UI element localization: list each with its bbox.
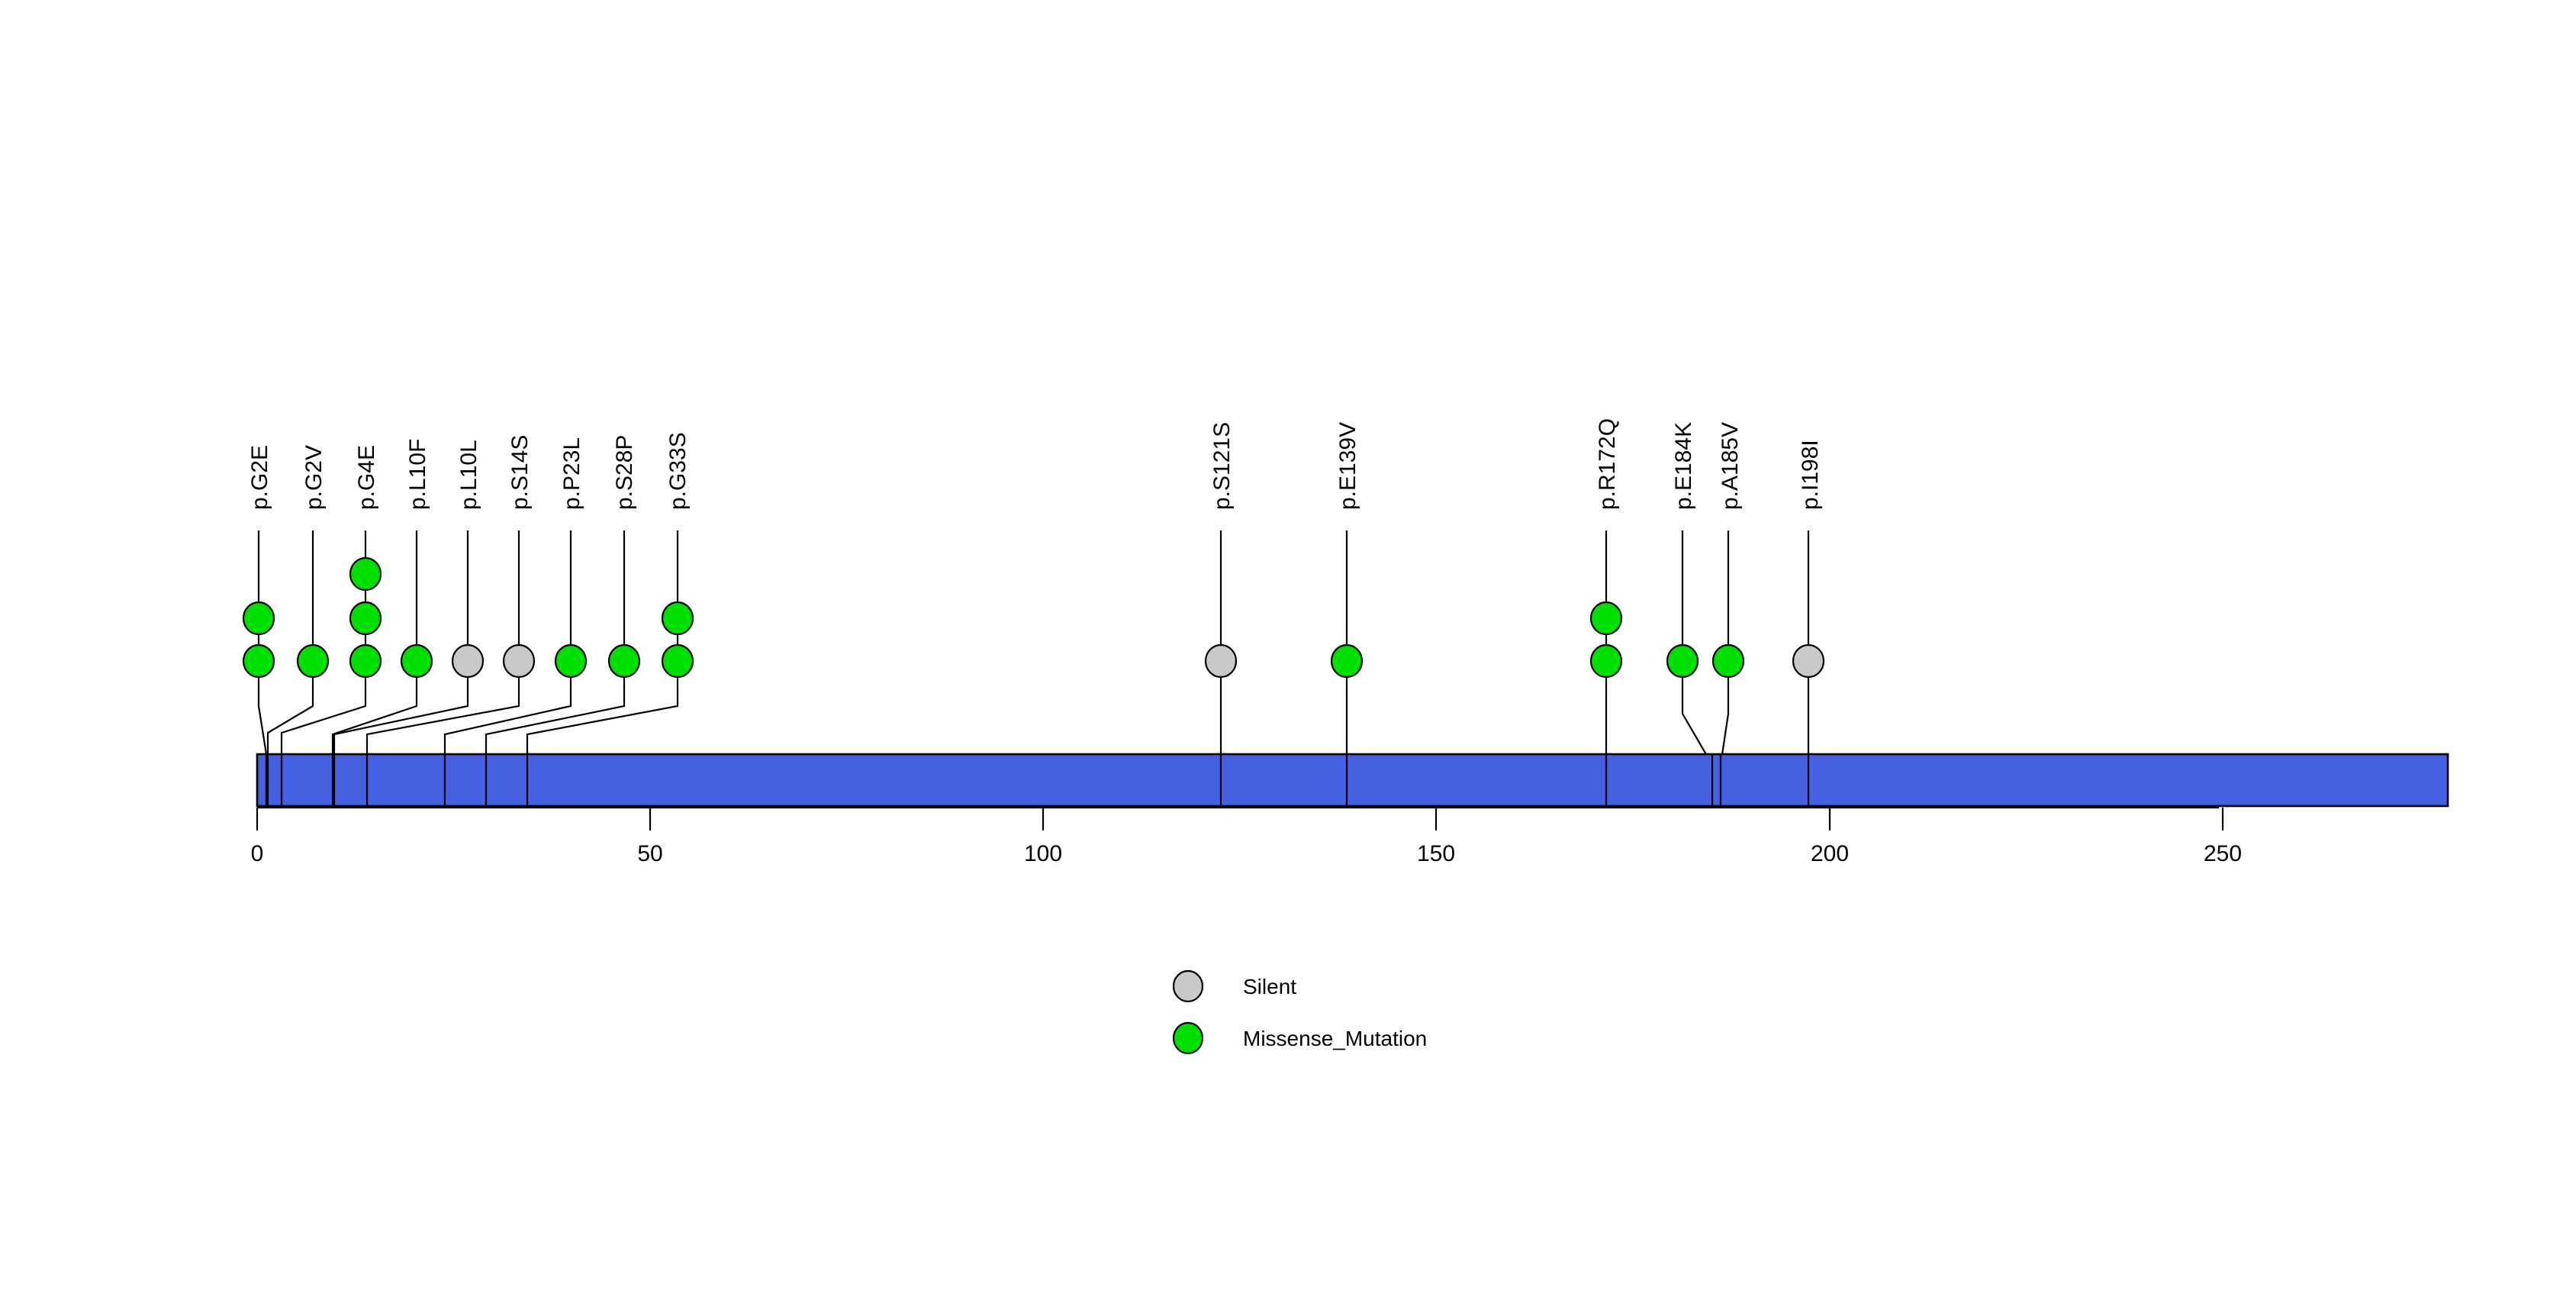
lollipop-head-p-g4e-2[interactable] [349, 601, 382, 636]
lollipop-head-p-i198i-1[interactable] [1792, 643, 1825, 679]
lollipop-head-p-s121s-1[interactable] [1204, 643, 1238, 679]
stem-p-l10l [333, 531, 469, 754]
lollipop-head-p-g33s-1[interactable] [661, 643, 694, 679]
x-axis: 0 50 100 150 200 250 [251, 806, 2242, 866]
lollipop-head-p-r172q-1[interactable] [1589, 643, 1623, 679]
mutation-label-p-a185v: p.A185V [1718, 422, 1743, 510]
x-axis-tick-label-100: 100 [1024, 841, 1062, 866]
legend-swatch-silent[interactable] [1172, 969, 1204, 1003]
domain-position-marks [265, 754, 1810, 806]
lollipop-head-p-g2e-2[interactable] [242, 601, 275, 636]
legend-swatch-missense[interactable] [1172, 1021, 1204, 1055]
mutation-label-p-s14s: p.S14S [507, 435, 533, 510]
lollipop-head-p-e184k-1[interactable] [1666, 643, 1699, 679]
mutation-label-p-p23l: p.P23L [559, 437, 584, 510]
protein-backbone-bar [256, 753, 2449, 808]
stem-p-s28p [485, 531, 626, 754]
lollipop-head-p-s28p-1[interactable] [607, 643, 641, 679]
stem-p-g2v [266, 531, 314, 754]
mutation-label-p-g4e: p.G4E [354, 445, 379, 510]
lollipop-head-p-s14s-1[interactable] [502, 643, 536, 679]
lollipop-head-group [242, 556, 1825, 679]
x-axis-tick-label-250: 250 [2204, 841, 2242, 866]
mutation-label-p-e139v: p.E139V [1335, 422, 1360, 510]
chart-legend: Silent Missense_Mutation [1172, 969, 1427, 1055]
stem-p-p23l [443, 531, 572, 754]
lollipop-stem-group [257, 531, 1810, 769]
lollipop-head-p-l10l-1[interactable] [451, 643, 485, 679]
mutation-label-p-e184k: p.E184K [1671, 422, 1696, 510]
lollipop-head-p-l10f-1[interactable] [400, 643, 433, 679]
mutation-label-p-r172q: p.R172Q [1595, 418, 1620, 510]
mutation-label-p-s121s: p.S121S [1209, 422, 1235, 510]
mutation-label-p-s28p: p.S28P [612, 435, 637, 510]
mutation-label-p-l10l: p.L10L [456, 440, 481, 510]
lollipop-head-p-g4e-3[interactable] [349, 556, 382, 592]
mutation-label-p-g33s: p.G33S [665, 432, 691, 510]
stem-p-s14s [365, 531, 520, 754]
lollipop-head-p-g2v-1[interactable] [296, 643, 330, 679]
lollipop-head-p-g4e-1[interactable] [349, 643, 382, 679]
mutation-label-p-g2e: p.G2E [247, 445, 272, 510]
x-axis-tick-label-50: 50 [637, 841, 662, 866]
x-axis-tick-label-200: 200 [1811, 841, 1849, 866]
mutation-label-p-i198i: p.I198I [1798, 440, 1823, 510]
stem-p-l10f [331, 531, 418, 754]
x-axis-tick-label-150: 150 [1417, 841, 1455, 866]
stem-p-g2e [257, 531, 268, 755]
lollipop-head-p-a185v-1[interactable] [1711, 643, 1745, 679]
legend-label-missense: Missense_Mutation [1243, 1027, 1427, 1050]
lollipop-head-p-r172q-2[interactable] [1589, 601, 1623, 636]
lollipop-head-p-p23l-1[interactable] [554, 643, 588, 679]
legend-label-silent: Silent [1243, 975, 1296, 998]
x-axis-tick-label-0: 0 [251, 841, 264, 866]
lollipop-head-p-g2e-1[interactable] [242, 643, 275, 679]
mutation-label-p-l10f: p.L10F [405, 439, 430, 510]
mutation-label-group: p.G2E p.G2V p.G4E p.L10F p.L10L p.S14S p… [247, 418, 1823, 510]
lollipop-head-p-e139v-1[interactable] [1330, 643, 1364, 679]
lollipop-head-p-g33s-2[interactable] [661, 601, 694, 636]
mutation-label-p-g2v: p.G2V [301, 445, 327, 510]
